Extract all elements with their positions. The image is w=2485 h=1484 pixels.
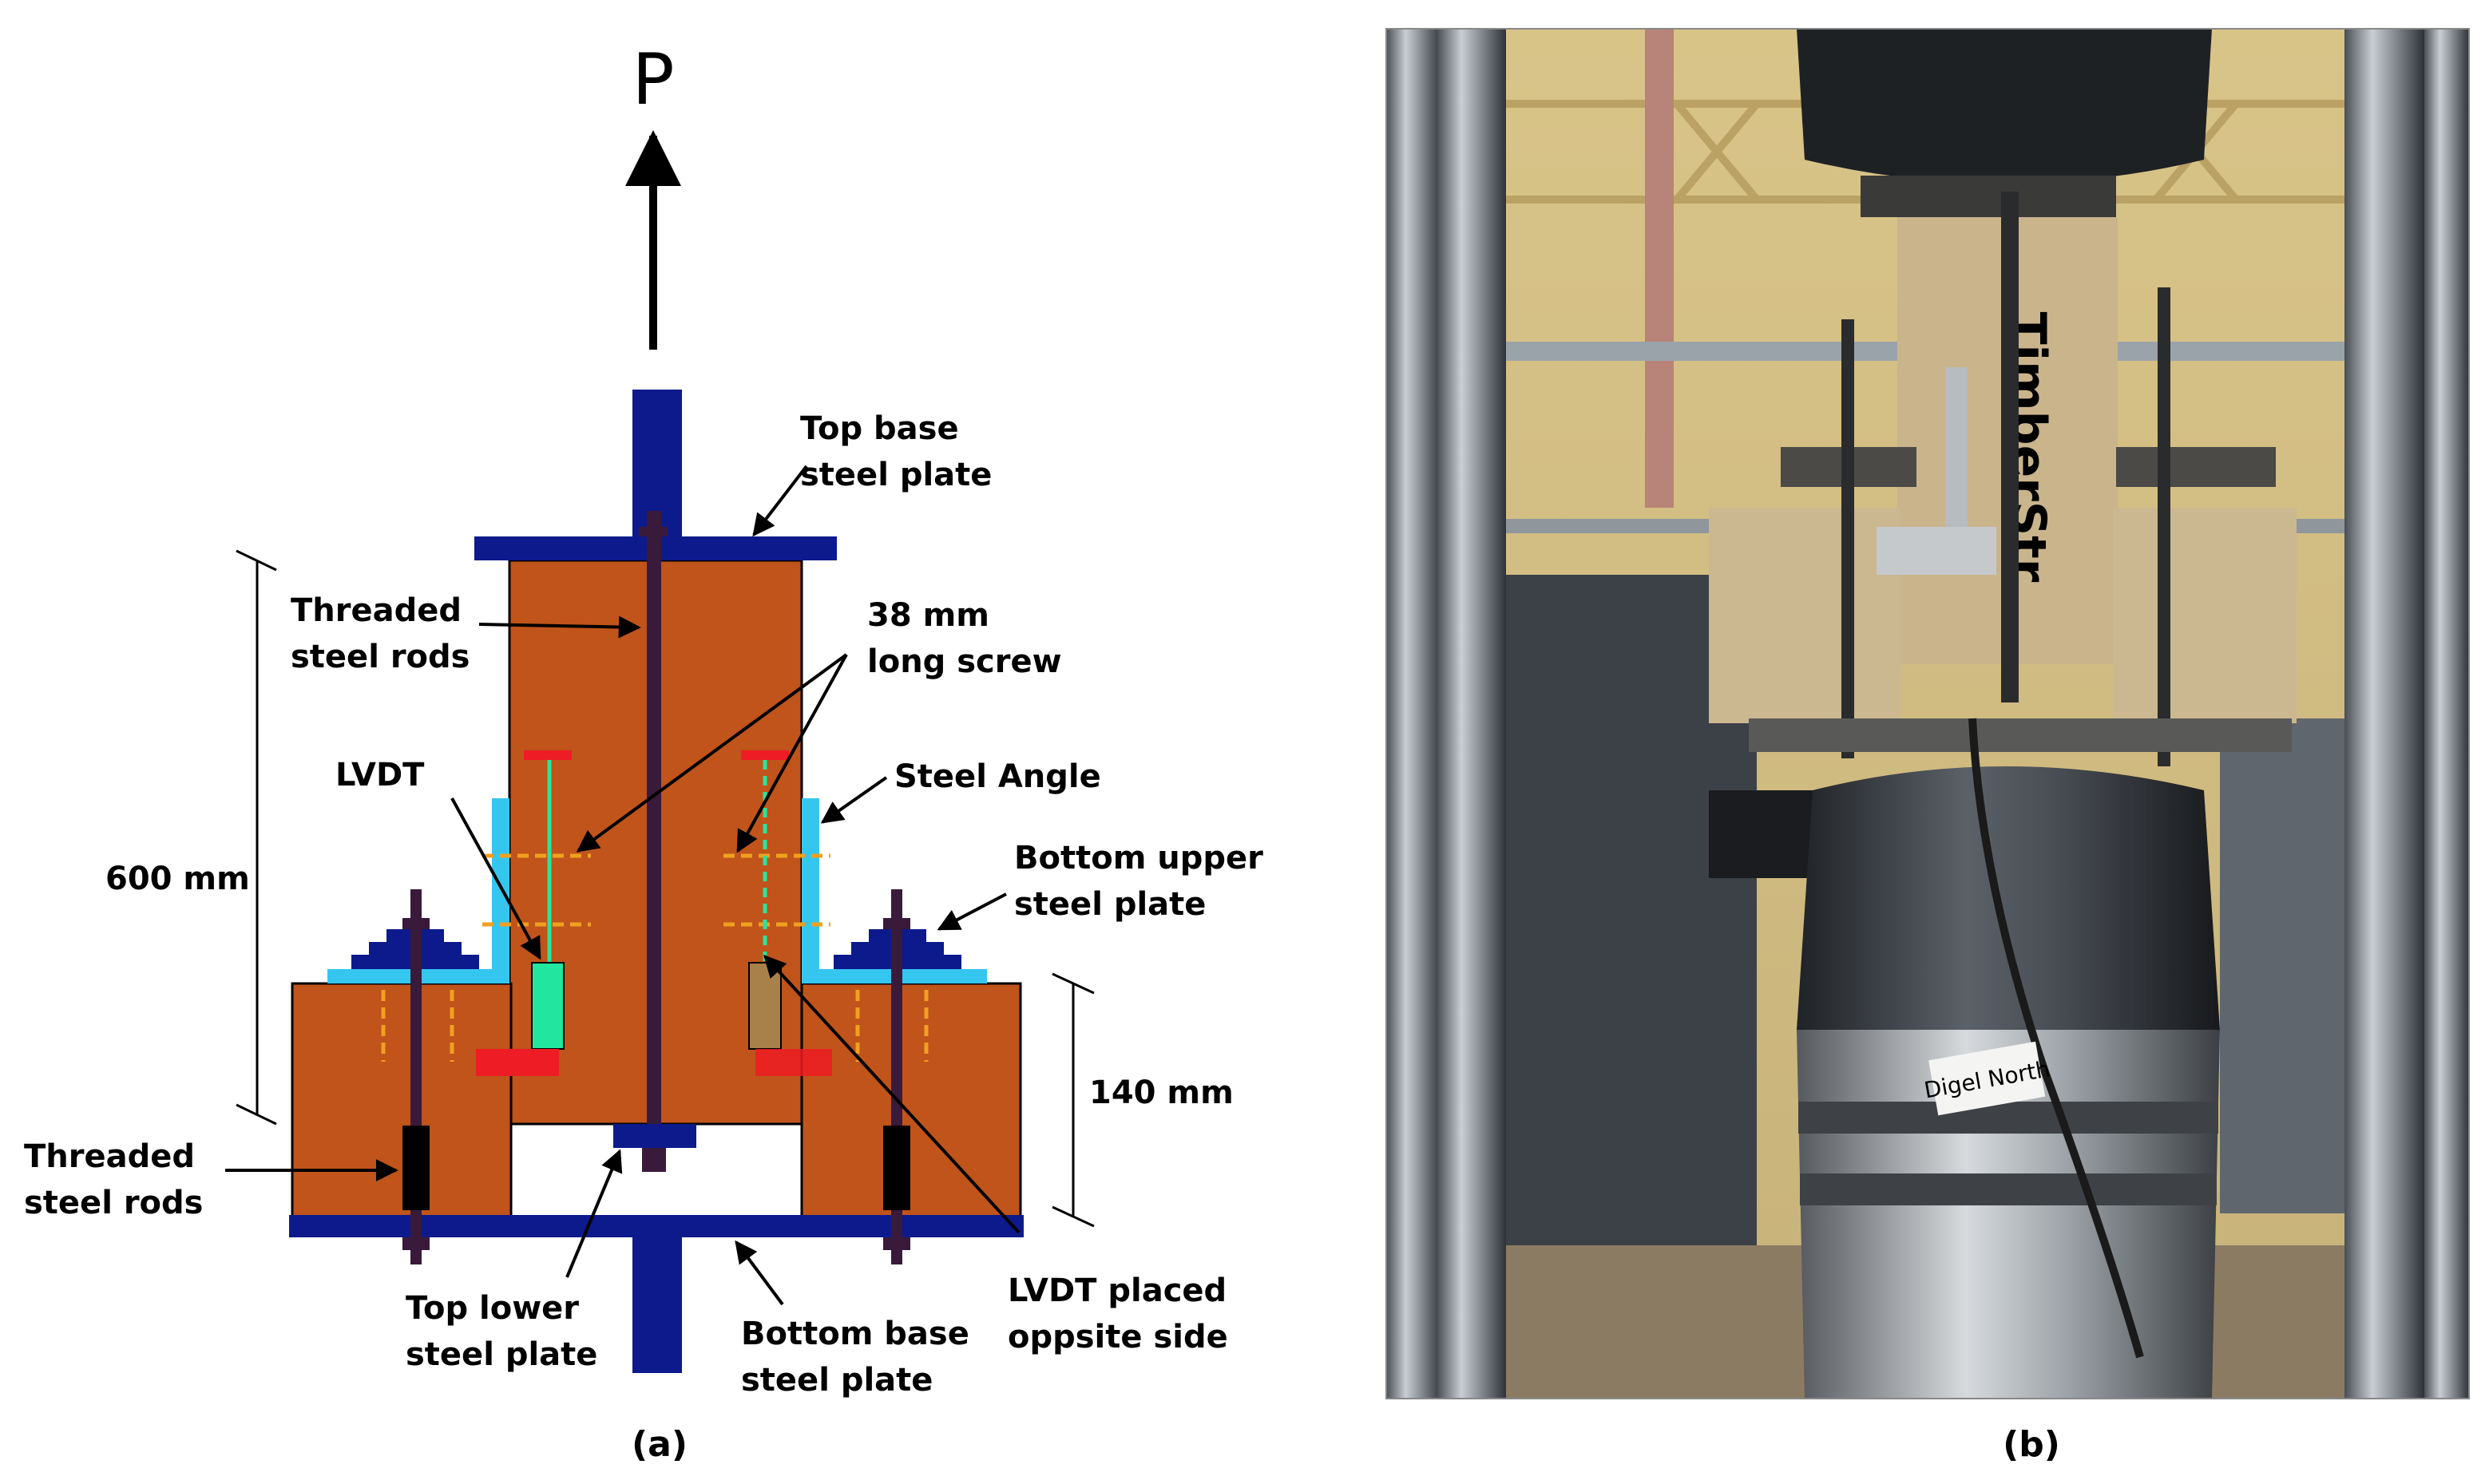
cylinder-band-2 [1800, 1173, 2217, 1205]
photo-panel: TimberStr Digel North [1385, 28, 2470, 1465]
label-long-screw: 38 mm long screw [867, 597, 1062, 680]
lower-crosshead [1797, 766, 2220, 1030]
photo-central-rod [2001, 192, 2019, 702]
pillar-left [1437, 29, 1506, 1399]
photo-side-block-left [1709, 508, 1900, 723]
screws [381, 853, 929, 1062]
dim-140-label: 140 mm [1089, 1074, 1234, 1111]
top-lower-steel-plate [613, 1124, 696, 1148]
photo-side-block-right [2113, 508, 2297, 723]
side-threaded-rod-right [883, 889, 910, 1264]
bottom-rod-nut [642, 1148, 666, 1172]
caption-b: (b) [2003, 1424, 2060, 1465]
side-threaded-rod-left [402, 889, 430, 1264]
photo-base-plate [1749, 718, 2292, 752]
schematic-panel: P [24, 38, 1274, 1465]
lvdt-body-right [748, 962, 782, 1050]
central-threaded-rod [647, 511, 661, 1156]
label-lvdt: LVDT [335, 757, 425, 793]
cylinder-band-1 [1798, 1102, 2218, 1134]
photo-rod-left [1841, 319, 1854, 758]
monitor [1709, 790, 1821, 878]
photo-border [1385, 28, 2470, 1399]
photo-top-steel-plate [1861, 176, 2116, 217]
upper-crosshead [1797, 29, 2212, 184]
label-steel-angle: Steel Angle [894, 758, 1101, 795]
dim-600-label: 600 mm [105, 861, 250, 897]
label-lvdt-opposite: LVDT placed oppsite side [1008, 1272, 1238, 1355]
label-bottom-upper-plate: Bottom upper steel plate [1014, 840, 1274, 923]
background-cabinet [2220, 718, 2364, 1213]
label-top-lower-plate: Top lower steel plate [406, 1290, 597, 1373]
lvdt-body-left [531, 962, 565, 1050]
caption-a: (a) [632, 1424, 688, 1465]
central-wood-left [508, 559, 650, 1126]
dimension-140 [1052, 972, 1095, 1228]
photo-lvdt [1945, 367, 1968, 551]
label-threaded-rods-lower: Threaded steel rods [24, 1138, 206, 1221]
label-threaded-rods-upper: Threaded steel rods [291, 592, 473, 675]
pillar-right [2344, 29, 2424, 1399]
leader-arrows [225, 465, 1021, 1306]
photo-rod-right [2158, 287, 2170, 766]
label-top-base-plate: Top base steel plate [800, 410, 992, 493]
label-bottom-base-plate: Bottom base steel plate [741, 1316, 981, 1399]
side-wood-left [291, 982, 513, 1218]
photo-lvdt-bracket [1877, 527, 1996, 575]
bottom-base-steel-plate [289, 1215, 1024, 1237]
lvdt-cable [1968, 718, 2144, 1359]
lvdt-bracket-bottom-right [755, 1049, 832, 1076]
dimension-600 [236, 549, 277, 1126]
pillar-right-outer [2424, 29, 2469, 1399]
red-column [1645, 29, 1674, 508]
photo-plate-right [2116, 447, 2276, 487]
photo-tag [1928, 1041, 2046, 1116]
lvdt-bracket-top-right [741, 750, 789, 760]
lvdt-bracket-bottom-left [476, 1049, 559, 1076]
pillar-left-outer [1386, 29, 1442, 1399]
load-symbol: P [632, 38, 674, 121]
lvdt-bracket-top-left [524, 750, 572, 760]
side-wood-right [800, 982, 1022, 1218]
top-rod-nut [639, 511, 668, 536]
